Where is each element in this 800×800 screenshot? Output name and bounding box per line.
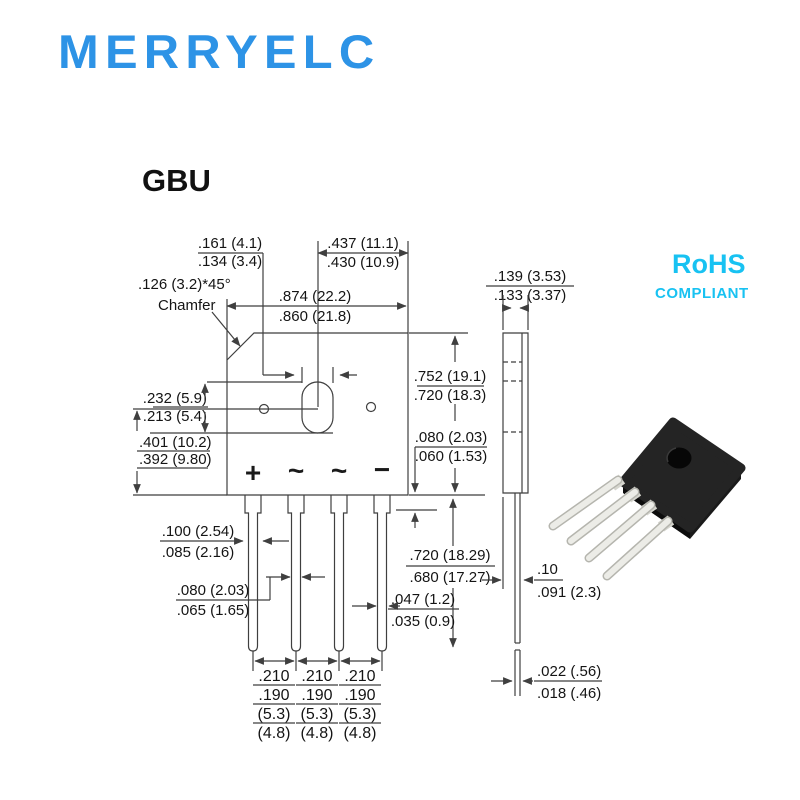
dim-shoulder: .080 (2.03) .060 (1.53) xyxy=(396,429,487,528)
dim-text: .10 xyxy=(537,561,558,578)
dim-side-lead-thickness: .022 (.56) .018 (.46) xyxy=(491,663,602,702)
dim-text: .860 (21.8) xyxy=(279,308,352,325)
dim-text: .720 (18.3) xyxy=(414,387,487,404)
dim-text: .080 (2.03) xyxy=(177,582,250,599)
dim-text: .139 (3.53) xyxy=(494,268,567,285)
dim-text: .018 (.46) xyxy=(537,685,601,702)
pitch-text: .210 xyxy=(301,668,332,685)
pin-label-minus: − xyxy=(374,454,390,485)
dim-hole-center: .401 (10.2) .392 (9.80) xyxy=(133,410,227,496)
pitch-text: (5.3) xyxy=(301,706,334,723)
dim-width: .874 (22.2) .860 (21.8) xyxy=(226,288,407,360)
dim-lead-pitch: .210 .190 (5.3) (4.8) .210 .190 (5.3) (4… xyxy=(252,651,383,742)
dim-top-left: .161 (4.1) .134 (3.4) xyxy=(198,235,264,375)
rohs-compliant-label: COMPLIANT xyxy=(655,285,749,302)
dim-text: .392 (9.80) xyxy=(139,451,212,468)
chamfer-note: .126 (3.2)*45° Chamfer xyxy=(138,276,241,347)
pitch-text: (5.3) xyxy=(258,706,291,723)
dim-text: .752 (19.1) xyxy=(414,368,487,385)
dim-text: .065 (1.65) xyxy=(177,602,250,619)
dim-text: .680 (17.27) xyxy=(410,569,491,586)
dim-text: .035 (0.9) xyxy=(391,613,455,630)
pin-label-ac1: ~ xyxy=(288,455,304,486)
lead-bodies xyxy=(550,477,671,579)
pitch-text: (5.3) xyxy=(344,706,377,723)
side-lead xyxy=(514,493,521,696)
pitch-text: .190 xyxy=(258,687,289,704)
dim-text: .022 (.56) xyxy=(537,663,601,680)
dim-side-thickness: .139 (3.53) .133 (3.37) xyxy=(486,268,574,330)
dim-body-height: .752 (19.1) .720 (18.3) xyxy=(409,332,487,496)
dim-slot-height: .232 (5.9) .213 (5.4) xyxy=(133,381,333,434)
dim-slot-width xyxy=(263,367,357,383)
dim-text: .134 (3.4) xyxy=(198,253,262,270)
side-body-outline xyxy=(502,332,529,494)
rohs-label: RoHS xyxy=(672,249,746,279)
dim-text: .161 (4.1) xyxy=(198,235,262,252)
dim-text: .232 (5.9) xyxy=(143,390,207,407)
dim-text: .091 (2.3) xyxy=(537,584,601,601)
mounting-hole xyxy=(666,447,692,469)
pitch-text: .210 xyxy=(258,668,289,685)
dim-top-right: .437 (11.1) .430 (10.9) xyxy=(317,235,409,407)
dim-text: .080 (2.03) xyxy=(415,429,488,446)
pitch-text: .190 xyxy=(344,687,375,704)
pitch-text: (4.8) xyxy=(344,725,377,742)
dim-text: .060 (1.53) xyxy=(415,448,488,465)
brand-logo: MERRYELC xyxy=(58,25,381,78)
pitch-text: .210 xyxy=(344,668,375,685)
dim-text: .401 (10.2) xyxy=(139,434,212,451)
dim-text: .085 (2.16) xyxy=(162,544,235,561)
side-view: .139 (3.53) .133 (3.37) xyxy=(482,268,602,702)
pitch-text: .190 xyxy=(301,687,332,704)
dim-side-base: .10 .091 (2.3) xyxy=(482,497,601,601)
dim-lead-thickness: .047 (1.2) .035 (0.9) xyxy=(352,591,459,630)
pin-label-plus: + xyxy=(245,457,261,488)
dim-text: .133 (3.37) xyxy=(494,287,567,304)
dim-text: .720 (18.29) xyxy=(410,547,491,564)
dim-text: .047 (1.2) xyxy=(391,591,455,608)
pin-label-ac2: ~ xyxy=(331,455,347,486)
dim-text: .100 (2.54) xyxy=(162,523,235,540)
dim-text: .213 (5.4) xyxy=(143,408,207,425)
chamfer-size-text: .126 (3.2)*45° xyxy=(138,276,231,293)
page-title: GBU xyxy=(142,163,211,198)
front-leads xyxy=(244,495,391,652)
right-hole xyxy=(365,401,377,413)
dim-text: .437 (11.1) xyxy=(327,235,398,252)
dim-lead-length: .720 (18.29) .680 (17.27) xyxy=(406,498,495,648)
dim-lead-shoulder-width: .100 (2.54) .085 (2.16) xyxy=(160,523,289,561)
dim-text: .430 (10.9) xyxy=(327,254,400,271)
dim-text: .874 (22.2) xyxy=(279,288,352,305)
pitch-text: (4.8) xyxy=(258,725,291,742)
chamfer-label-text: Chamfer xyxy=(158,297,216,314)
front-view: + ~ ~ − .161 (4.1) .134 (3.4) .437 (11.1… xyxy=(133,235,495,742)
pitch-text: (4.8) xyxy=(301,725,334,742)
dim-lead-mid-width: .080 (2.03) .065 (1.65) xyxy=(176,573,325,619)
front-body-outline xyxy=(226,332,409,496)
component-photo xyxy=(548,417,746,581)
